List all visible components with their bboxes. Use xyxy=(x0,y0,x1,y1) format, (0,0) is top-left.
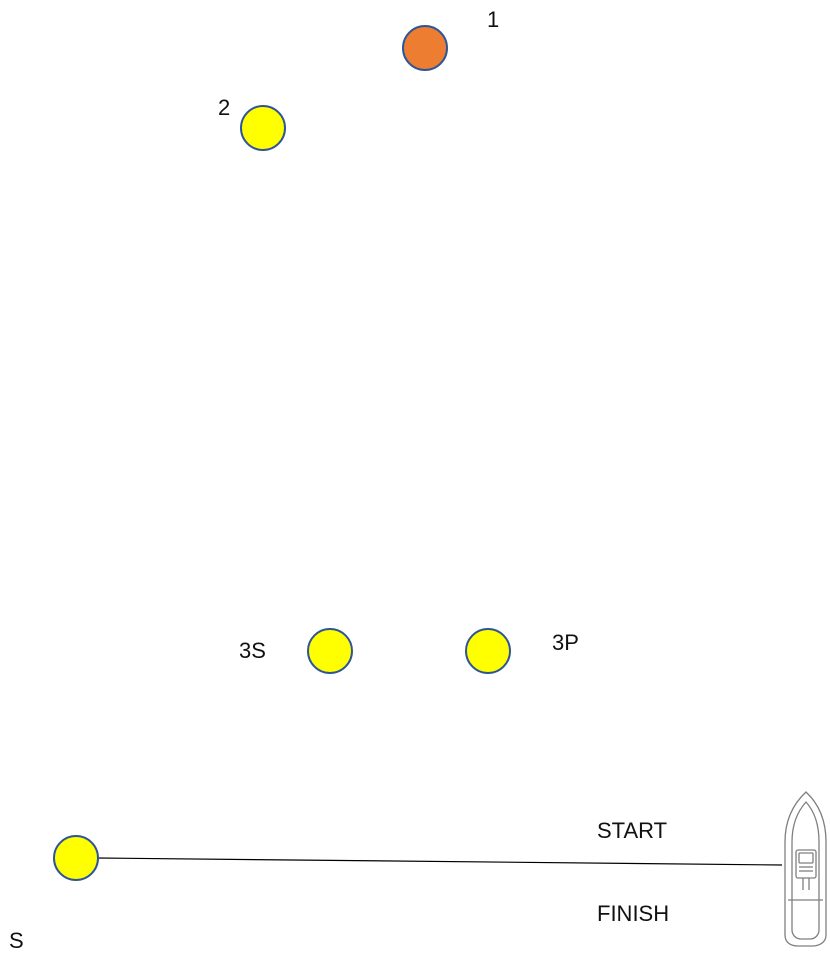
mark-3p-label: 3P xyxy=(552,632,579,654)
start-pin-buoy xyxy=(54,836,98,880)
start-label: START xyxy=(597,820,667,842)
finish-label: FINISH xyxy=(597,903,669,925)
mark-2-buoy xyxy=(241,106,285,150)
start-finish-line xyxy=(97,858,782,865)
committee-boat-icon xyxy=(785,792,826,946)
start-pin-label: S xyxy=(9,930,24,952)
mark-3p-buoy xyxy=(466,629,510,673)
mark-2-label: 2 xyxy=(218,97,230,119)
mark-3s-label: 3S xyxy=(239,640,266,662)
mark-3s-buoy xyxy=(308,629,352,673)
mark-1-label: 1 xyxy=(487,9,499,31)
mark-1-buoy xyxy=(403,26,447,70)
